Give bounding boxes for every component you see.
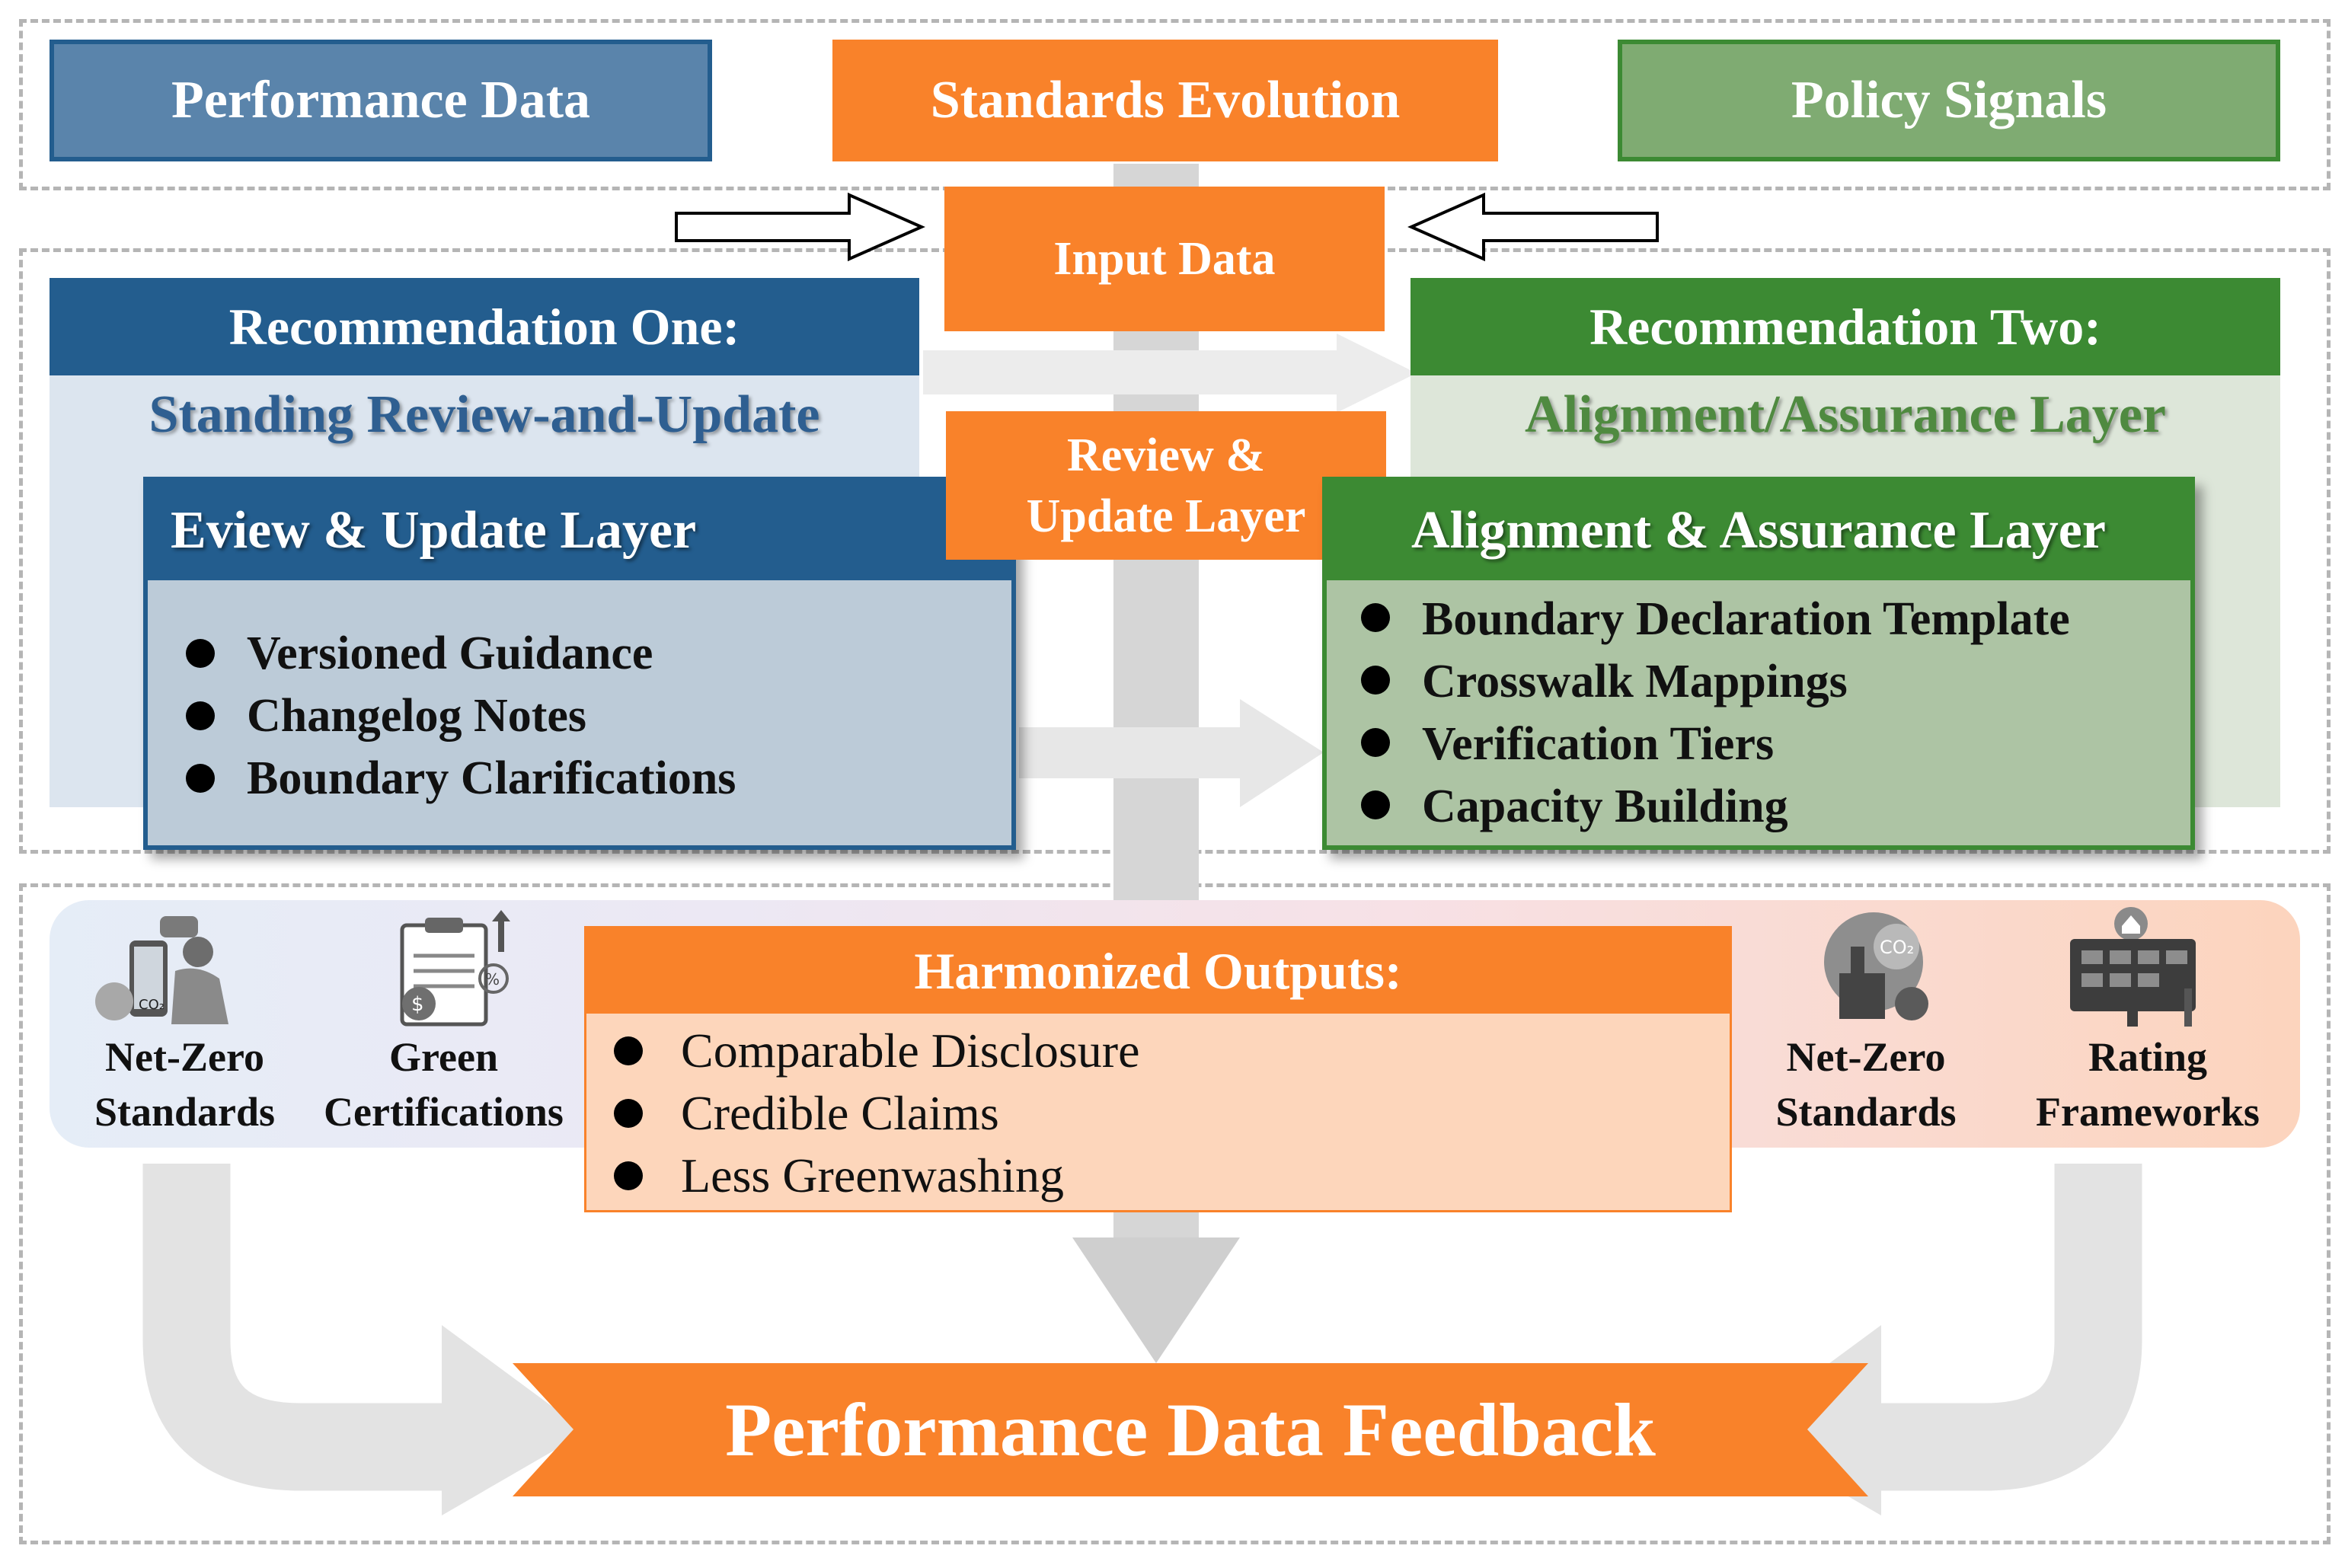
performance-data-box: Performance Data	[50, 40, 712, 161]
center-review-update-line1: Review &	[1067, 429, 1265, 481]
alignment-assurance-layer-card: Alignment & Assurance Layer Boundary Dec…	[1322, 477, 2195, 850]
harmonized-outputs-header: Harmonized Outputs:	[586, 928, 1730, 1014]
category-line1: Net-Zero	[105, 1034, 264, 1080]
harmonized-outputs-items: Comparable Disclosure Credible Claims Le…	[614, 1020, 1140, 1207]
review-update-layer-title: Eview & Update Layer	[148, 481, 1011, 580]
feedback-banner-shape	[513, 1363, 1868, 1496]
category-line1: Green	[389, 1034, 498, 1080]
feedback-banner-label: Performance Data Feedback	[725, 1388, 1656, 1472]
category-line1: Rating	[2088, 1034, 2207, 1080]
list-item: Boundary Clarifications	[185, 747, 736, 810]
svg-text:%: %	[485, 970, 500, 988]
review-update-items: Versioned Guidance Changelog Notes Bound…	[185, 622, 736, 810]
center-review-update-box: Review & Update Layer	[946, 411, 1386, 560]
list-item: Versioned Guidance	[185, 622, 736, 685]
recommendation-one-header: Recommendation One:	[50, 278, 919, 375]
lower-cross-arrow	[1019, 699, 1324, 807]
svg-text:$: $	[411, 993, 424, 1016]
category-net-zero-standards-left: Net-Zero Standards	[69, 1030, 301, 1139]
recommendation-two-header-text: Recommendation Two:	[1589, 297, 2101, 356]
category-line2: Standards	[94, 1089, 276, 1135]
category-line2: Certifications	[324, 1089, 564, 1135]
recommendation-two-subtitle: Alignment/Assurance Layer	[1525, 385, 2166, 444]
input-data-label: Input Data	[1053, 232, 1276, 285]
svg-text:CO₂: CO₂	[139, 997, 165, 1013]
left-return-arrow	[142, 1164, 457, 1491]
category-line2: Frameworks	[2036, 1089, 2260, 1135]
category-green-certifications: Green Certifications	[305, 1030, 583, 1139]
category-net-zero-standards-right: Net-Zero Standards	[1744, 1030, 1988, 1139]
standards-evolution-box: Standards Evolution	[832, 40, 1498, 161]
list-item: Capacity Building	[1361, 775, 2070, 838]
list-item: Crosswalk Mappings	[1361, 650, 2070, 713]
category-rating-frameworks: Rating Frameworks	[2011, 1030, 2285, 1139]
alignment-assurance-items: Boundary Declaration Template Crosswalk …	[1361, 588, 2070, 838]
recommendation-one-subtitle: Standing Review-and-Update	[149, 385, 820, 444]
list-item: Less Greenwashing	[614, 1145, 1140, 1207]
category-line2: Standards	[1775, 1089, 1957, 1135]
review-update-layer-card: Eview & Update Layer Versioned Guidance …	[143, 477, 1016, 850]
category-line1: Net-Zero	[1786, 1034, 1946, 1080]
right-input-arrow	[1407, 192, 1659, 262]
performance-data-label: Performance Data	[171, 71, 591, 129]
center-review-update-line2: Update Layer	[1026, 490, 1306, 542]
list-item: Verification Tiers	[1361, 713, 2070, 775]
harmonized-outputs-box: Harmonized Outputs: Comparable Disclosur…	[584, 926, 1732, 1212]
policy-signals-box: Policy Signals	[1618, 40, 2280, 161]
net-zero-person-icon: CO₂	[95, 916, 228, 1024]
standards-evolution-label: Standards Evolution	[930, 71, 1401, 129]
policy-signals-label: Policy Signals	[1791, 71, 2107, 129]
co2-factory-icon: CO₂	[1824, 912, 1928, 1020]
green-certification-icon: $ %	[400, 910, 510, 1027]
central-down-arrowhead	[1072, 1237, 1240, 1363]
input-data-box: Input Data	[944, 187, 1385, 331]
recommendation-two-header: Recommendation Two:	[1411, 278, 2280, 375]
list-item: Comparable Disclosure	[614, 1020, 1140, 1082]
list-item: Changelog Notes	[185, 685, 736, 747]
svg-text:CO₂: CO₂	[1880, 937, 1914, 958]
recommendation-one-header-text: Recommendation One:	[228, 297, 740, 356]
upper-cross-arrow	[923, 334, 1417, 413]
right-return-arrow	[1862, 1164, 2142, 1491]
list-item: Credible Claims	[614, 1082, 1140, 1145]
list-item: Boundary Declaration Template	[1361, 588, 2070, 650]
left-input-arrow	[675, 192, 925, 262]
left-return-arrowhead	[442, 1325, 586, 1515]
alignment-assurance-layer-title: Alignment & Assurance Layer	[1327, 481, 2190, 580]
rating-dashboard-icon	[2070, 907, 2196, 1027]
harmonized-outputs-header-text: Harmonized Outputs:	[914, 941, 1402, 1000]
